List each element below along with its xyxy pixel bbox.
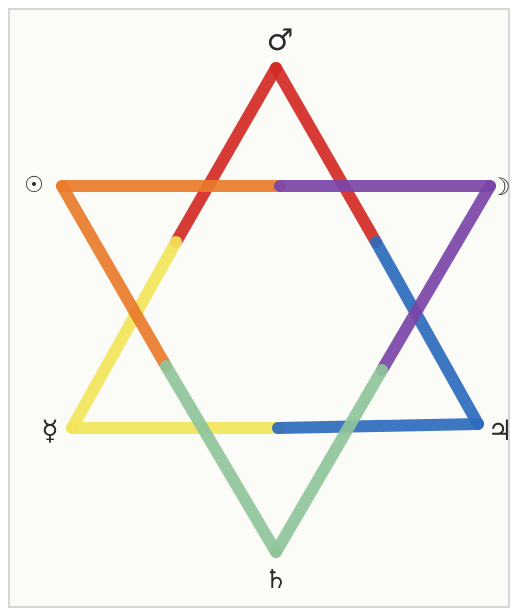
mars-symbol: ♂ — [267, 23, 294, 58]
edge-red-right — [276, 68, 376, 242]
edge-yellow-left — [72, 242, 176, 428]
edge-blue-bottom — [278, 424, 478, 428]
edge-red-left — [176, 68, 276, 242]
sun-symbol: ☉ — [24, 173, 44, 198]
edge-green-left — [166, 366, 276, 552]
saturn-symbol: ♄ — [264, 565, 287, 592]
edge-green-right — [276, 370, 382, 552]
mercury-symbol: ☿ — [41, 414, 58, 447]
edge-blue-right — [376, 242, 478, 424]
hexagram-illustration: ♂ ☉ ☽ ☿ ♃ ♄ — [0, 0, 520, 592]
jupiter-symbol: ♃ — [487, 414, 512, 447]
moon-symbol: ☽ — [489, 173, 511, 201]
